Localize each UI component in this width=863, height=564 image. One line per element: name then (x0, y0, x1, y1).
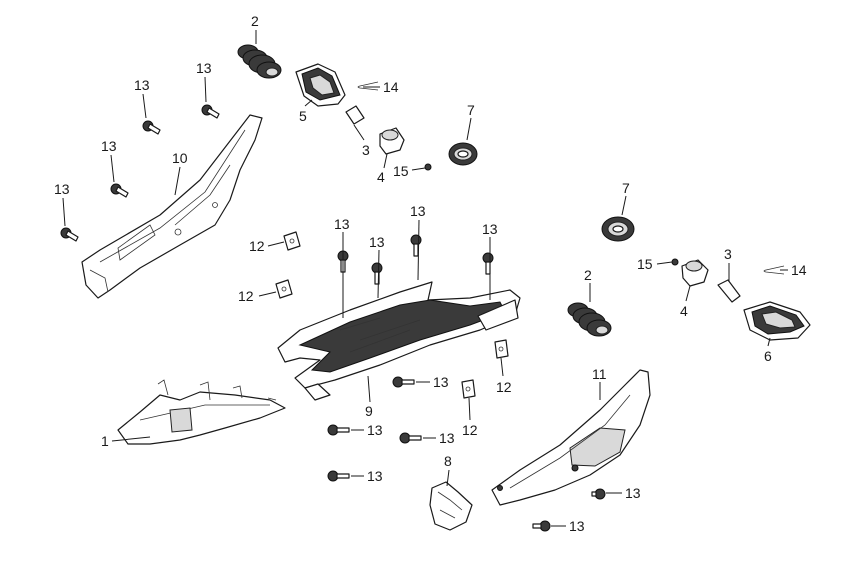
callout-14: 14 (791, 262, 807, 278)
callout-8: 8 (444, 453, 452, 469)
callout-3: 3 (362, 142, 370, 158)
callout-13: 13 (367, 468, 383, 484)
part-10-left-side-cover (81, 114, 263, 299)
callout-13: 13 (569, 518, 585, 534)
part-8-small-bracket (429, 481, 473, 531)
bolt-13-d (60, 227, 79, 242)
part-15-rubber-upper (424, 163, 432, 171)
callout-15: 15 (393, 163, 409, 179)
callout-12: 12 (496, 379, 512, 395)
bolt-13-j (327, 424, 350, 436)
callout-13: 13 (334, 216, 350, 232)
part-9-center-cover (277, 281, 521, 401)
callout-labels: 2 13 13 14 5 7 13 10 3 15 4 13 7 13 13 1… (54, 13, 807, 534)
part-3-pin-right (717, 279, 741, 303)
callout-2: 2 (251, 13, 259, 29)
callout-13: 13 (101, 138, 117, 154)
callout-11: 11 (592, 366, 607, 382)
callout-13: 13 (482, 221, 498, 237)
bolt-13-b (201, 104, 220, 119)
callout-9: 9 (365, 403, 373, 419)
bolt-13-a (142, 120, 161, 135)
part-7-grommet-upper (448, 142, 478, 166)
callout-13: 13 (54, 181, 70, 197)
callout-7: 7 (622, 180, 630, 196)
callout-4: 4 (680, 303, 688, 319)
part-6-footrest-right (743, 301, 811, 341)
callout-13: 13 (369, 234, 385, 250)
part-7-grommet-right (601, 216, 635, 242)
callout-13: 13 (134, 77, 150, 93)
bolt-13-c (110, 183, 129, 198)
bolt-13-g (410, 234, 422, 257)
callout-2: 2 (584, 267, 592, 283)
callout-15: 15 (637, 256, 653, 272)
part-5-footrest-upper (295, 63, 346, 107)
part-11-right-side-cover (491, 369, 651, 506)
callout-5: 5 (299, 108, 307, 124)
part-1-lower-bracket (117, 379, 286, 445)
callout-4: 4 (377, 169, 385, 185)
bolt-13-n (532, 520, 551, 532)
part-14-cotter-pin-right (763, 265, 785, 275)
callout-10: 10 (172, 150, 188, 166)
callout-13: 13 (196, 60, 212, 76)
callout-12: 12 (462, 422, 478, 438)
callout-14: 14 (383, 79, 399, 95)
clip-12-a (283, 231, 301, 251)
clip-12-b (275, 279, 293, 299)
part-4-bushing-right (681, 259, 709, 287)
callout-12: 12 (249, 238, 265, 254)
callout-13: 13 (433, 374, 449, 390)
leader-lines (62, 30, 788, 527)
bolt-13-m (591, 488, 606, 500)
bolt-13-l (327, 470, 350, 482)
callout-1: 1 (101, 433, 109, 449)
callout-6: 6 (764, 348, 772, 364)
callout-13: 13 (439, 430, 455, 446)
clip-12-c (494, 339, 509, 359)
part-4-bushing-upper (379, 127, 405, 155)
bolt-13-i (392, 376, 415, 388)
bolt-13-k (399, 432, 422, 444)
part-2-spring-upper (237, 44, 282, 79)
callout-13: 13 (625, 485, 641, 501)
callout-3: 3 (724, 246, 732, 262)
callout-7: 7 (467, 102, 475, 118)
part-2-spring-right (567, 302, 612, 337)
bolt-13-h (482, 252, 494, 275)
part-14-cotter-pin-upper (357, 81, 379, 91)
callout-13: 13 (367, 422, 383, 438)
callout-12: 12 (238, 288, 254, 304)
part-3-pin-upper (345, 105, 365, 125)
part-15-rubber-right (671, 258, 679, 266)
clip-12-d (461, 379, 476, 399)
bolt-13-f (371, 262, 383, 285)
callout-13: 13 (410, 203, 426, 219)
